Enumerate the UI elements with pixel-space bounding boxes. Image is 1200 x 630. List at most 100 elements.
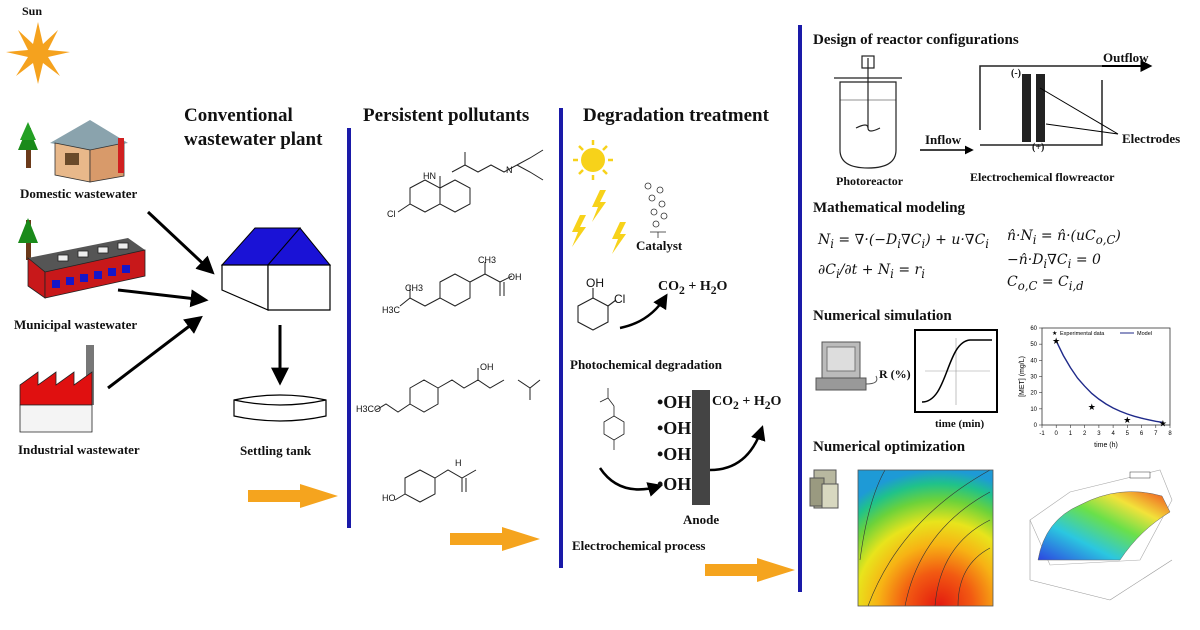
photo-label: Photochemical degradation xyxy=(570,357,723,372)
reaction-arrow xyxy=(709,425,766,472)
legend-model: Model xyxy=(1137,331,1152,337)
atom-oh-b: OH xyxy=(480,362,494,372)
electrode xyxy=(1036,74,1045,142)
settling-label: Settling tank xyxy=(240,443,312,458)
settling-tank-icon xyxy=(233,394,327,422)
y-tick-label: 0 xyxy=(1034,423,1038,429)
y-tick-label: 60 xyxy=(1030,326,1037,332)
reaction-arrow xyxy=(619,293,668,330)
contour-map xyxy=(857,469,994,607)
computer-icon xyxy=(815,341,878,391)
minus-label: (-) xyxy=(1011,68,1021,79)
electrode xyxy=(1022,74,1031,142)
flow-arrow xyxy=(107,315,203,390)
electro-label: Electrochemical process xyxy=(572,538,706,553)
y-tick-label: 10 xyxy=(1030,407,1037,413)
flow-arrow xyxy=(146,210,215,275)
flowreactor-icon xyxy=(920,60,1153,155)
factory-icon xyxy=(19,345,94,433)
surface-plot xyxy=(1029,469,1173,601)
molecule-ibuprofen xyxy=(399,262,513,307)
catalyst-particles xyxy=(644,182,668,238)
atom-ho: HO xyxy=(382,493,396,503)
y-tick-label: 30 xyxy=(1030,375,1037,381)
x-tick-label: 8 xyxy=(1168,431,1172,437)
degradation-title: Degradation treatment xyxy=(583,105,769,126)
photoreactor-icon xyxy=(834,55,902,169)
x-tick-label: -1 xyxy=(1039,431,1045,437)
x-tick-label: 0 xyxy=(1055,431,1059,437)
model-line xyxy=(1055,340,1163,424)
y-tick-label: 20 xyxy=(1030,391,1037,397)
electrode-pointer xyxy=(1039,87,1119,135)
municipal-label: Municipal wastewater xyxy=(14,317,138,332)
photoreactor-label: Photoreactor xyxy=(836,174,904,188)
sigmoid-plot xyxy=(914,329,998,413)
lightning-icon xyxy=(572,190,626,254)
optimization-title: Numerical optimization xyxy=(813,439,966,455)
x-tick-label: 2 xyxy=(1083,431,1087,437)
sun-icon xyxy=(6,22,70,84)
radical-3: •OH xyxy=(657,444,692,464)
building-icon xyxy=(18,218,146,299)
legend-experimental: Experimental data xyxy=(1060,331,1105,337)
plus-label: (+) xyxy=(1032,142,1045,153)
anode-label: Anode xyxy=(683,512,720,527)
flowreactor-label: Electrochemical flowreactor xyxy=(970,170,1115,184)
x-tick-label: 5 xyxy=(1126,431,1130,437)
atom-n: N xyxy=(506,165,513,175)
design-title: Design of reactor configurations xyxy=(813,32,1019,48)
molecule-metoprolol xyxy=(375,368,541,413)
y-tick-label: 40 xyxy=(1030,358,1037,364)
atom-hn: HN xyxy=(423,171,436,181)
molecule-paracetamol xyxy=(394,469,477,503)
equation-3: n̂·Ni = n̂·(uCo,C) xyxy=(1007,228,1121,247)
equation-5: Co,C = Ci,d xyxy=(1007,274,1084,293)
electrodes-label: Electrodes xyxy=(1122,131,1181,146)
atom-cl: Cl xyxy=(387,209,396,219)
x-tick-label: 1 xyxy=(1069,431,1073,437)
co2-label: CO2 + H2O xyxy=(658,279,728,297)
molecule-chlorophenol xyxy=(577,288,617,331)
x-tick-label: 6 xyxy=(1140,431,1144,437)
equation-1: Ni = ∇·(−Di∇Ci) + u·∇Ci xyxy=(818,232,990,251)
atom-oh-c: OH xyxy=(586,276,604,290)
orange-arrow xyxy=(705,558,795,582)
atom-h: H xyxy=(455,458,462,468)
reaction-arrow xyxy=(598,467,663,497)
x-tick-label: 4 xyxy=(1111,431,1115,437)
equation-4: −n̂·Di∇Ci = 0 xyxy=(1007,252,1101,271)
industrial-label: Industrial wastewater xyxy=(18,442,140,457)
server-icon xyxy=(809,469,839,509)
orange-arrow xyxy=(248,484,338,508)
atom-cl-c: Cl xyxy=(614,292,626,306)
r-axis-label: R (%) xyxy=(879,367,911,381)
time-min-label: time (min) xyxy=(935,418,985,430)
small-sun-icon xyxy=(573,140,613,180)
equation-2: ∂Ci/∂t + Ni = ri xyxy=(818,262,925,281)
modeling-title: Mathematical modeling xyxy=(813,200,966,216)
catalyst-label: Catalyst xyxy=(636,238,683,253)
data-point: ★ xyxy=(1159,418,1167,428)
data-point: ★ xyxy=(1088,402,1096,412)
flow-arrow xyxy=(117,288,209,308)
co2-label-2: CO2 + H2O xyxy=(712,394,782,412)
plant-icon xyxy=(220,227,332,311)
radical-2: •OH xyxy=(657,418,692,438)
data-point: ★ xyxy=(1123,415,1131,425)
y-axis-label: [MET] (mg/L) xyxy=(1019,356,1026,397)
atom-ch3: CH3 xyxy=(478,255,497,265)
x-axis-label: time (h) xyxy=(1094,442,1118,449)
chart-frame xyxy=(1041,327,1171,426)
molecule-chloroquine xyxy=(397,149,544,213)
domestic-label: Domestic wastewater xyxy=(20,186,138,201)
house-icon xyxy=(18,120,128,183)
plant-title-line2: wastewater plant xyxy=(184,129,323,150)
orange-arrow xyxy=(450,527,540,551)
atom-h3co: H3CO xyxy=(356,404,382,414)
x-tick-label: 3 xyxy=(1097,431,1101,437)
radical-1: •OH xyxy=(657,392,692,412)
atom-h3c: H3C xyxy=(382,305,401,315)
